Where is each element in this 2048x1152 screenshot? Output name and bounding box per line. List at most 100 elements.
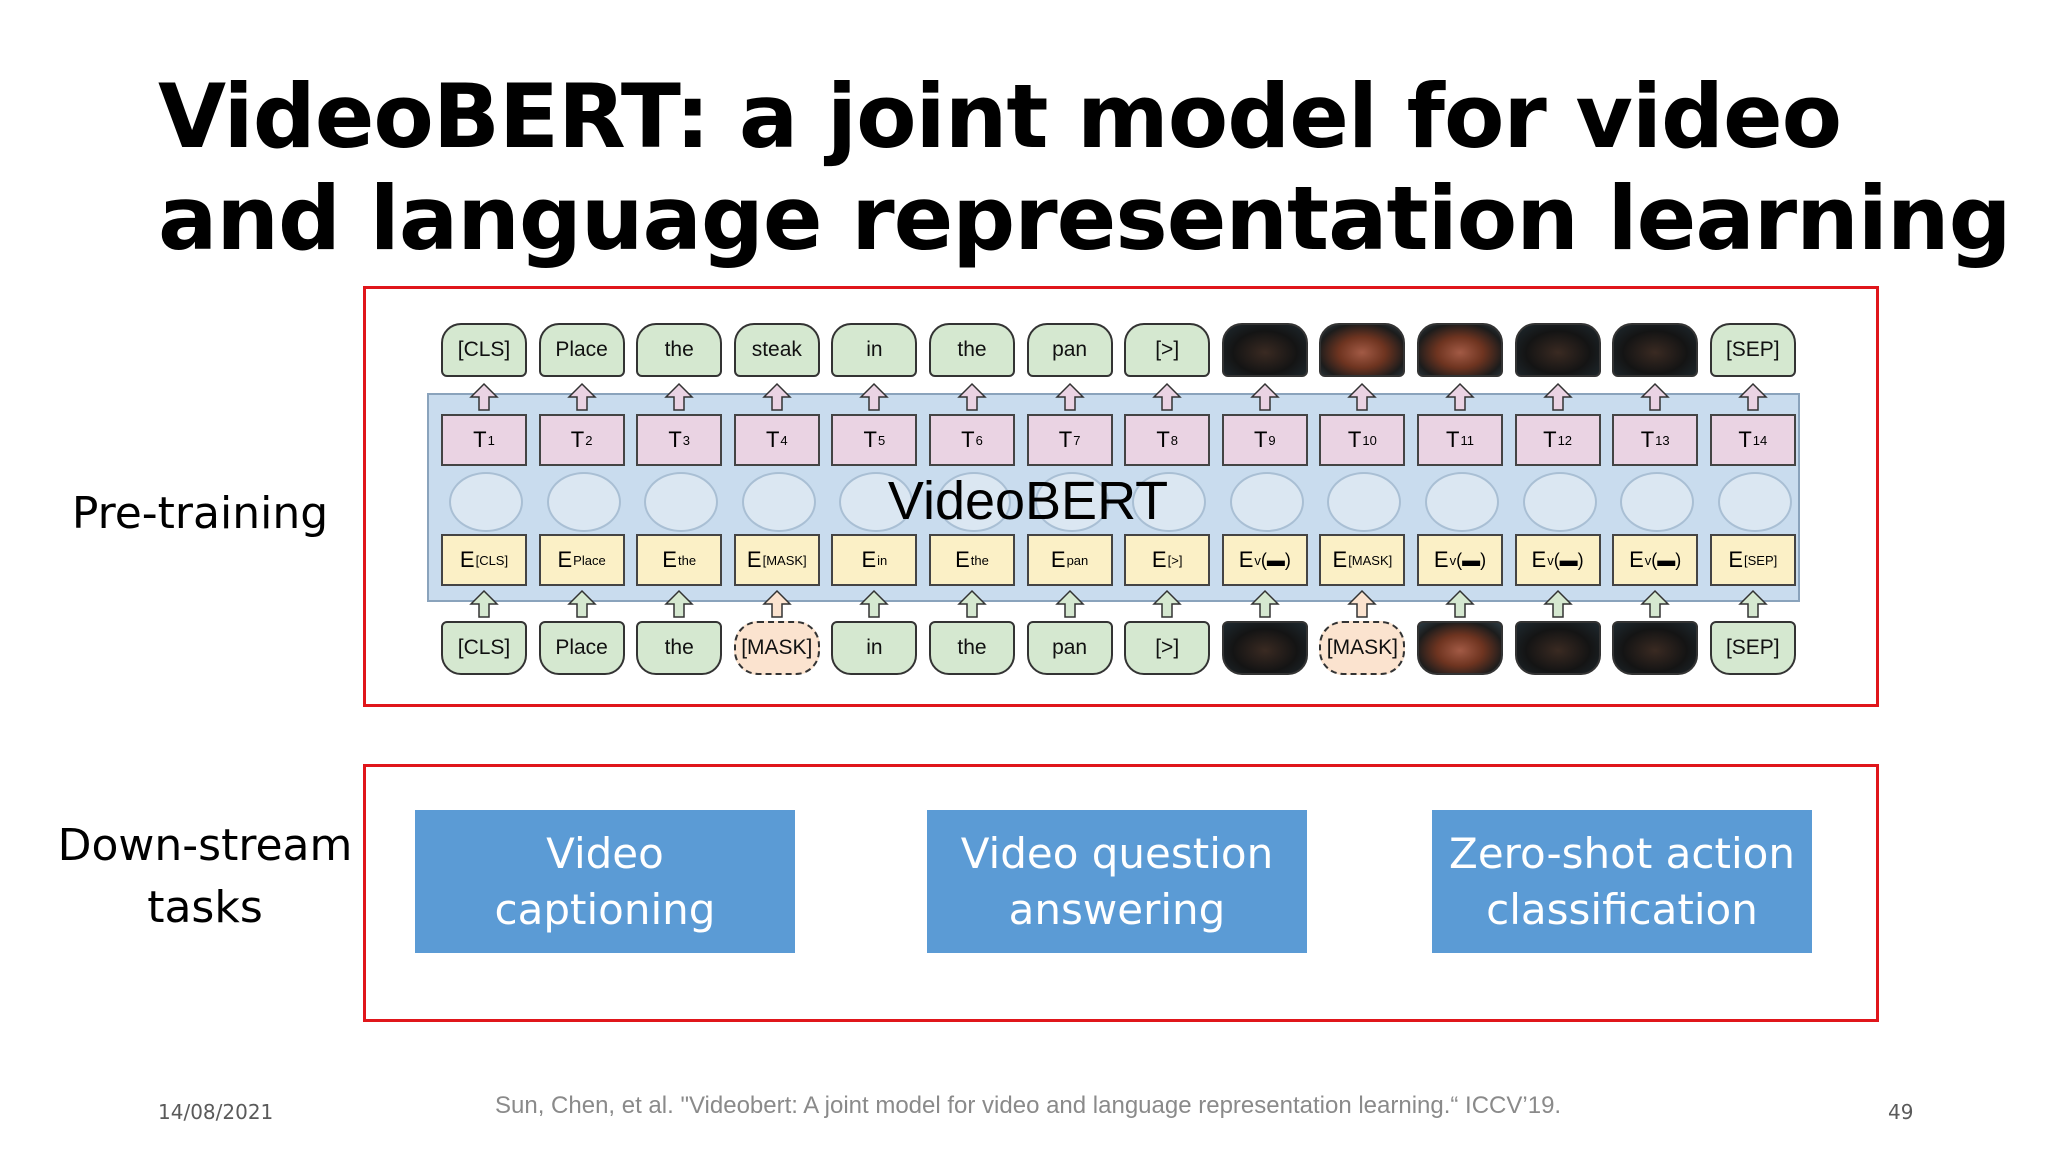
transformer-output-4-base: T — [765, 427, 780, 452]
input-embedding-12-frame-thumbnail: (▬) — [1553, 549, 1584, 570]
input-embedding-4: E[MASK] — [733, 534, 820, 586]
input-embedding-1-subscript: [CLS] — [475, 552, 509, 568]
input-embedding-12-subscript: v — [1547, 552, 1554, 568]
up-arrow-icon — [469, 382, 499, 412]
attention-node — [1229, 472, 1304, 532]
input-embedding-13-base: E — [1629, 547, 1644, 572]
up-arrow-icon — [566, 589, 597, 619]
transformer-output-13-subscript: 13 — [1655, 432, 1670, 448]
input-embedding-12-base: E — [1531, 547, 1547, 572]
up-arrow-icon — [1542, 589, 1573, 619]
output-token: [CLS] — [441, 323, 527, 377]
output-token: pan — [1026, 323, 1113, 377]
attention-node — [1620, 472, 1695, 532]
attention-node — [839, 472, 914, 532]
downstream-highlight-box — [363, 764, 1879, 1022]
up-arrow-icon — [1640, 382, 1670, 412]
up-arrow-icon — [1640, 589, 1670, 619]
input-token-label: [MASK] — [1326, 636, 1398, 659]
input-token: pan — [1026, 621, 1113, 675]
input-token: Place — [538, 621, 625, 675]
input-embedding-11-frame-thumbnail: (▬) — [1456, 549, 1487, 570]
input-embedding-3-subscript: the — [677, 552, 697, 568]
input-embedding-10-base: E — [1332, 547, 1348, 572]
output-token-label: [SEP] — [1725, 338, 1780, 361]
output-token: in — [831, 323, 918, 377]
input-embedding-10-subscript: [MASK] — [1348, 552, 1393, 568]
steak-frame-icon — [1417, 323, 1503, 377]
pretraining-label: Pre-training — [71, 488, 329, 539]
transformer-output-11-base: T — [1446, 427, 1460, 452]
input-embedding-4-subscript: [MASK] — [762, 552, 807, 568]
transformer-output-12-base: T — [1543, 427, 1557, 452]
up-arrow-icon — [566, 382, 597, 412]
input-embedding-14-subscript: [SEP] — [1744, 552, 1778, 568]
pan-frame-icon — [1221, 323, 1308, 377]
output-token-label: pan — [1052, 338, 1088, 361]
transformer-output-3-subscript: 3 — [682, 432, 691, 448]
output-token-label: in — [866, 338, 883, 361]
input-token-label: pan — [1052, 636, 1088, 659]
transformer-output-12-subscript: 12 — [1557, 432, 1573, 448]
attention-node — [1522, 472, 1597, 532]
input-embedding-1: E[CLS] — [441, 534, 527, 586]
up-arrow-icon — [1347, 382, 1378, 412]
attention-node — [1717, 472, 1792, 532]
title-line-1: VideoBERT: a joint model for video — [158, 65, 1842, 168]
transformer-output-2-base: T — [570, 427, 585, 452]
up-arrow-icon — [957, 589, 987, 619]
title-line-2: and language representation learning — [158, 167, 2012, 270]
input-token: [SEP] — [1709, 621, 1796, 675]
input-token-label: the — [957, 636, 987, 659]
potato-frame-icon — [1612, 323, 1699, 377]
up-arrow-icon — [859, 589, 890, 619]
task-zero-shot-line-1: Zero-shot action — [1449, 828, 1795, 878]
input-embedding-14-base: E — [1728, 547, 1744, 572]
input-embedding-6-subscript: the — [970, 552, 989, 568]
input-embedding-9-base: E — [1238, 547, 1254, 572]
input-embedding-4-base: E — [746, 547, 762, 572]
input-token-label: [SEP] — [1725, 636, 1780, 659]
input-embedding-9-frame-thumbnail: (▬) — [1260, 549, 1291, 570]
input-embedding-5-subscript: in — [877, 552, 888, 568]
transformer-output-7-base: T — [1058, 427, 1073, 452]
input-embedding-10: E[MASK] — [1319, 534, 1406, 586]
transformer-output-11-subscript: 11 — [1460, 432, 1474, 448]
input-embedding-2-base: E — [557, 547, 573, 572]
transformer-output-14-base: T — [1738, 427, 1752, 452]
transformer-output-9-subscript: 9 — [1268, 432, 1276, 448]
input-embedding-14: E[SEP] — [1709, 534, 1796, 586]
transformer-output-5-subscript: 5 — [878, 432, 886, 448]
up-arrow-icon — [1249, 382, 1280, 412]
task-vqa-line-1: Video question — [960, 828, 1274, 878]
input-embedding-13-frame-thumbnail: (▬) — [1651, 549, 1682, 570]
transformer-output-10-subscript: 10 — [1362, 432, 1377, 448]
attention-node — [1327, 472, 1402, 532]
attention-node — [741, 472, 816, 532]
task-video-captioning-line-1: Video — [546, 828, 664, 878]
steak-in-pan-frame-icon — [1319, 323, 1406, 377]
transformer-output-13-base: T — [1640, 427, 1655, 452]
input-token-label: [MASK] — [741, 636, 813, 659]
up-arrow-icon — [1152, 382, 1182, 412]
input-token-label: Place — [555, 636, 608, 659]
up-arrow-icon — [1737, 589, 1768, 619]
input-token: the — [929, 621, 1015, 675]
attention-node — [1425, 472, 1499, 532]
output-token: the — [636, 323, 723, 377]
input-token-label: in — [866, 636, 883, 659]
input-embedding-5-base: E — [861, 547, 877, 572]
